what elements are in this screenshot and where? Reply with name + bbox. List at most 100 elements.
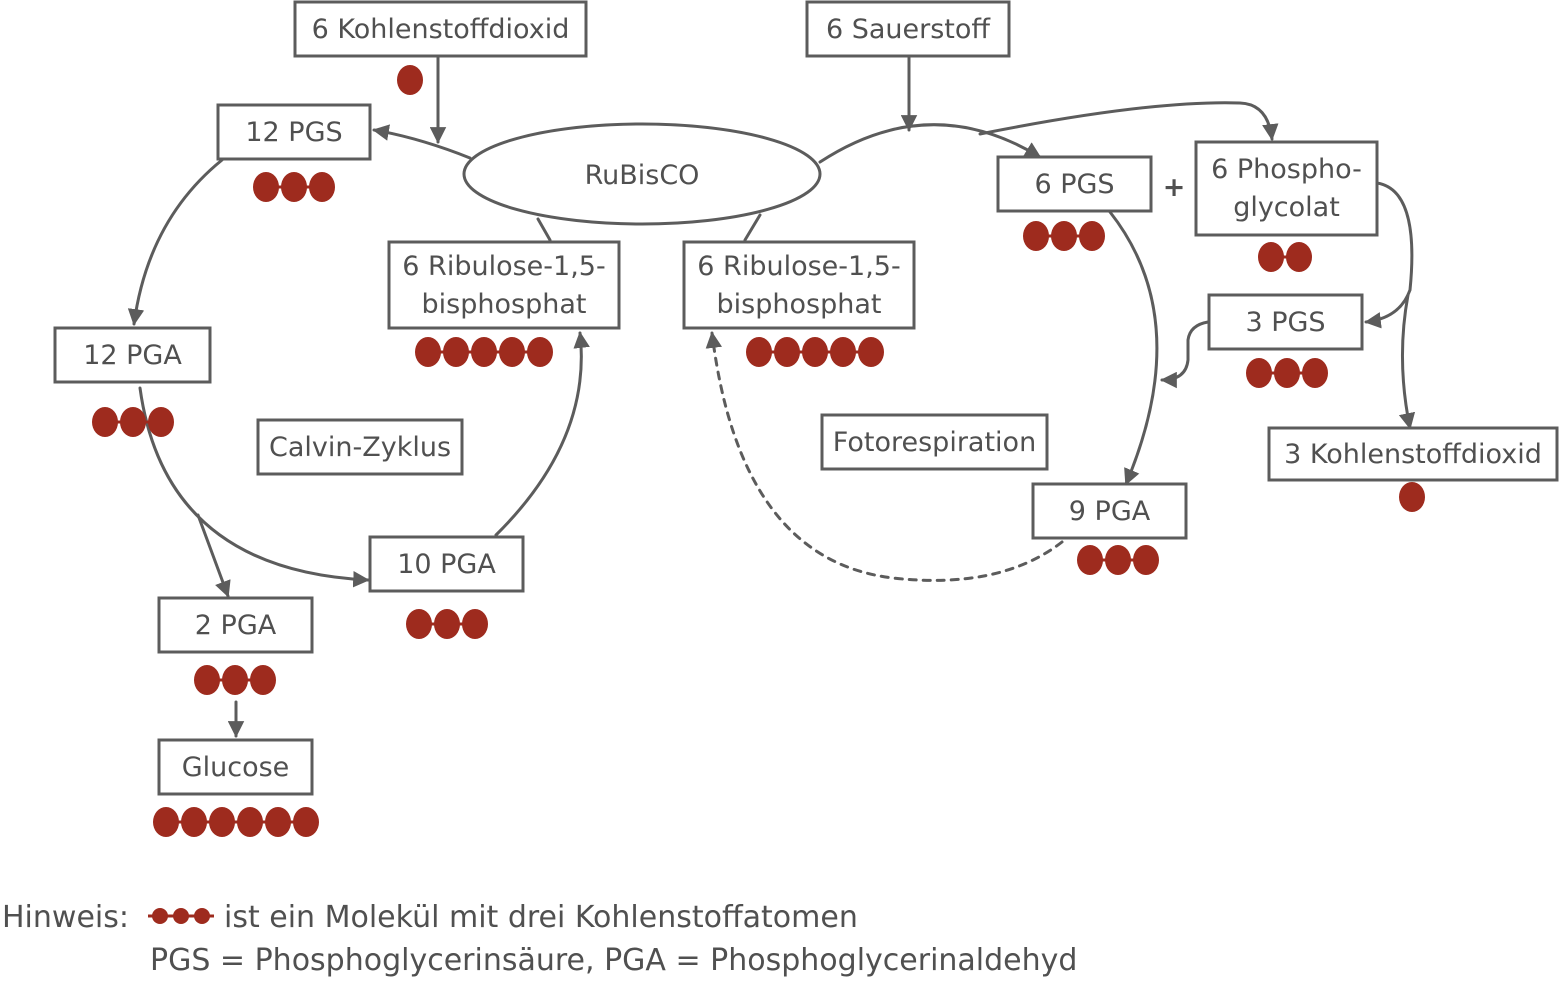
carbon-atom [802, 337, 828, 367]
carbon-atom [1133, 545, 1159, 575]
node-calvin-zyklus: Calvin-Zyklus [256, 418, 464, 476]
node-phospho-label-2: glycolat [1233, 192, 1340, 223]
arrow-12pga-to-10pga [138, 386, 370, 588]
node-calvin-label: Calvin-Zyklus [269, 432, 451, 463]
carbon-atom [120, 407, 146, 437]
node-co2-out-label: 3 Kohlenstoffdioxid [1284, 439, 1542, 470]
carbon-atom [527, 337, 553, 367]
carbon-atom [152, 908, 168, 924]
arrow-12pgs-to-12pga [127, 158, 224, 326]
molecule-phosphoglycolat [1258, 242, 1312, 272]
node-phosphoglycolat: 6 Phospho- glycolat [1194, 140, 1379, 237]
carbon-atom [293, 807, 319, 837]
legend-molecule [148, 908, 214, 924]
arrow-to-2pga [196, 513, 231, 598]
node-glucose-label: Glucose [182, 752, 290, 783]
legend-prefix: Hinweis: [2, 900, 129, 935]
arrow-rubisco-to-6pgs [818, 123, 1042, 164]
node-9pga: 9 PGA [1031, 482, 1188, 540]
carbon-atom [443, 337, 469, 367]
carbon-atom [1023, 221, 1049, 251]
node-co2-in: 6 Kohlenstoffdioxid [293, 0, 588, 58]
carbon-atom [406, 609, 432, 639]
legend: Hinweis: ist ein Molekül mit drei Kohlen… [2, 900, 1077, 978]
molecule-9pga [1077, 545, 1159, 575]
carbon-atom [1079, 221, 1105, 251]
molecule-6pgs [1023, 221, 1105, 251]
node-3pgs: 3 PGS [1207, 293, 1364, 351]
node-o2-in-label: 6 Sauerstoff [826, 14, 991, 45]
carbon-atom [1399, 482, 1425, 512]
node-10pga-label: 10 PGA [397, 549, 496, 580]
arrow-phosphoglycolat-to-3pgs [1364, 181, 1414, 329]
node-rubp-right: 6 Ribulose-1,5- bisphosphat [682, 240, 916, 330]
node-glucose: Glucose [157, 738, 314, 796]
node-10pga: 10 PGA [368, 535, 525, 593]
node-12pgs: 12 PGS [216, 103, 372, 161]
carbon-atom [415, 337, 441, 367]
carbon-atom [1286, 242, 1312, 272]
node-rubisco: RuBisCO [462, 122, 822, 226]
carbon-atom [265, 807, 291, 837]
node-rubisco-label: RuBisCO [585, 160, 700, 191]
node-12pgs-label: 12 PGS [245, 117, 342, 148]
arrow-10pga-to-rubp [494, 331, 590, 537]
carbon-atom [253, 172, 279, 202]
node-rubp-left-label-1: 6 Ribulose-1,5- [402, 251, 605, 282]
plus-sign: + [1163, 172, 1186, 203]
carbon-atom [830, 337, 856, 367]
node-o2-in: 6 Sauerstoff [805, 0, 1011, 58]
node-3pgs-label: 3 PGS [1245, 307, 1325, 338]
arrow-rubisco-to-phosphoglycolat [978, 101, 1279, 141]
dashed-arrow-9pga-to-rubp [705, 331, 1064, 582]
carbon-atom [1105, 545, 1131, 575]
node-co2-out: 3 Kohlenstoffdioxid [1267, 426, 1559, 482]
node-2pga: 2 PGA [157, 596, 314, 654]
carbon-atom [1051, 221, 1077, 251]
carbon-atom [148, 407, 174, 437]
molecule-10pga [406, 609, 488, 639]
line-rubp-right-to-rubisco [743, 213, 762, 242]
node-9pga-label: 9 PGA [1069, 496, 1151, 527]
molecule-glucose [153, 807, 319, 837]
carbon-atom [746, 337, 772, 367]
node-rubp-left-label-2: bisphosphat [422, 289, 587, 320]
arrow-rubisco-to-12pgs [372, 124, 472, 160]
node-2pga-label: 2 PGA [195, 610, 277, 641]
carbon-atom [471, 337, 497, 367]
molecule-co2-out [1399, 482, 1425, 512]
carbon-atom [222, 665, 248, 695]
node-12pga-label: 12 PGA [83, 340, 182, 371]
node-12pga: 12 PGA [53, 326, 212, 384]
node-6pgs-label: 6 PGS [1034, 169, 1114, 200]
carbon-atom [281, 172, 307, 202]
arrow-phosphoglycolat-to-3co2 [1398, 293, 1416, 430]
molecule-12pga [92, 407, 174, 437]
arrow-3pgs-to-9pga [1160, 320, 1210, 389]
nodes: 6 Kohlenstoffdioxid 6 Sauerstoff RuBisCO… [53, 0, 1559, 796]
carbon-atom [173, 908, 189, 924]
carbon-atom [397, 65, 423, 95]
carbon-atom [209, 807, 235, 837]
node-rubp-left: 6 Ribulose-1,5- bisphosphat [387, 240, 621, 330]
node-co2-in-label: 6 Kohlenstoffdioxid [312, 14, 570, 45]
molecule-co2-in [397, 65, 423, 95]
carbon-atom [434, 609, 460, 639]
node-fotorespiration: Fotorespiration [820, 413, 1049, 471]
node-6pgs: 6 PGS [996, 155, 1153, 213]
line-rubp-left-to-rubisco [536, 217, 552, 242]
carbon-atom [153, 807, 179, 837]
legend-molecule-text: ist ein Molekül mit drei Kohlenstoffatom… [224, 900, 858, 935]
molecule-3pgs [1246, 358, 1328, 388]
carbon-atom [1274, 358, 1300, 388]
carbon-atom [1246, 358, 1272, 388]
molecule-rubp-left [415, 337, 553, 367]
carbon-atom [92, 407, 118, 437]
legend-abbreviations: PGS = Phosphoglycerinsäure, PGA = Phosph… [150, 943, 1077, 978]
carbon-atom [309, 172, 335, 202]
carbon-atom [237, 807, 263, 837]
carbon-atom [1258, 242, 1284, 272]
carbon-atom [1077, 545, 1103, 575]
node-phospho-label-1: 6 Phospho- [1211, 154, 1362, 185]
